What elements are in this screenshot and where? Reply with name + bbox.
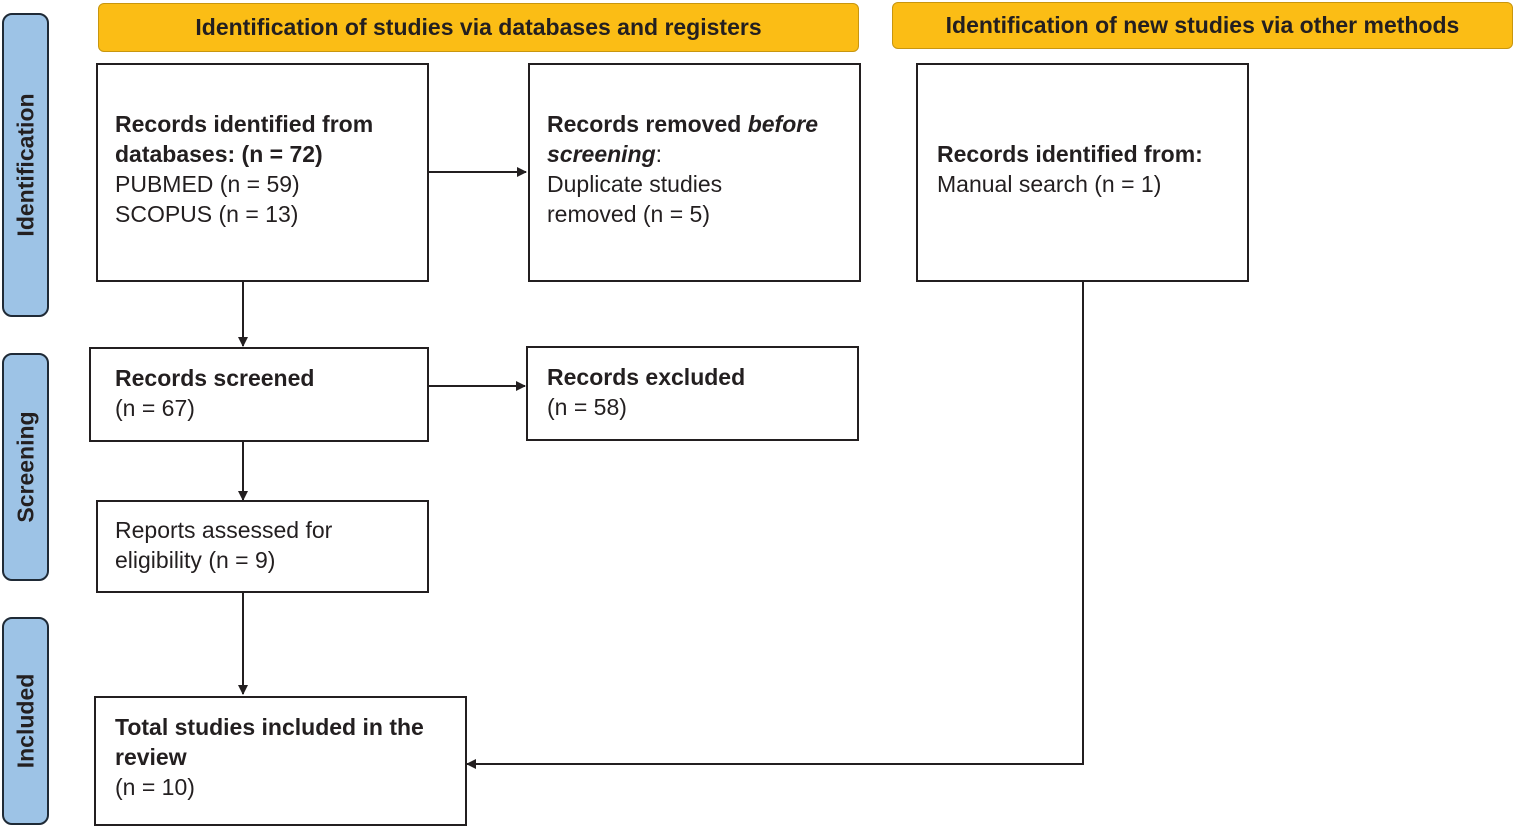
records-removed-title: Records removed before bbox=[547, 109, 859, 139]
records-identified-box: Records identified from databases: (n = … bbox=[96, 63, 429, 282]
reports-assessed-title: Reports assessed for bbox=[115, 517, 333, 543]
arrow-other-to-included bbox=[466, 282, 1084, 769]
records-excluded-count: (n = 58) bbox=[547, 394, 627, 420]
records-removed-subtitle: screening: bbox=[547, 139, 859, 169]
other-identified-manual: Manual search (n = 1) bbox=[937, 171, 1162, 197]
records-screened-title: Records screened bbox=[115, 365, 315, 391]
records-removed-duplicates: Duplicate studies bbox=[547, 171, 723, 197]
records-screened-box: Records screened (n = 67) bbox=[89, 347, 429, 442]
records-removed-box: Records removed before screening: Duplic… bbox=[528, 63, 861, 282]
phase-identification: Identification bbox=[2, 13, 49, 317]
records-removed-count: removed (n = 5) bbox=[547, 201, 710, 227]
records-removed-screening: screening bbox=[547, 141, 656, 167]
phase-screening: Screening bbox=[2, 353, 49, 581]
records-screened-count: (n = 67) bbox=[115, 395, 195, 421]
records-identified-scopus: SCOPUS (n = 13) bbox=[115, 201, 299, 227]
header-other-methods: Identification of new studies via other … bbox=[892, 2, 1513, 49]
total-included-title: Total studies included in the bbox=[115, 714, 424, 740]
total-included-box: Total studies included in the review (n … bbox=[94, 696, 467, 826]
reports-assessed-box: Reports assessed for eligibility (n = 9) bbox=[96, 500, 429, 593]
records-excluded-title: Records excluded bbox=[547, 364, 746, 390]
records-removed-before: before bbox=[747, 111, 818, 137]
records-removed-title-text: Records removed bbox=[547, 111, 748, 137]
phase-included: Included bbox=[2, 617, 49, 825]
total-included-count: (n = 10) bbox=[115, 774, 195, 800]
header-databases-registers: Identification of studies via databases … bbox=[98, 3, 859, 52]
other-identified-title: Records identified from: bbox=[937, 141, 1203, 167]
records-identified-pubmed: PUBMED (n = 59) bbox=[115, 171, 300, 197]
reports-assessed-count: eligibility (n = 9) bbox=[115, 547, 276, 573]
records-excluded-box: Records excluded (n = 58) bbox=[526, 346, 859, 441]
records-removed-colon: : bbox=[655, 141, 663, 167]
records-identified-total: databases: (n = 72) bbox=[115, 141, 323, 167]
records-identified-title: Records identified from bbox=[115, 111, 374, 137]
total-included-title-cont: review bbox=[115, 744, 187, 770]
other-identified-box: Records identified from: Manual search (… bbox=[916, 63, 1249, 282]
